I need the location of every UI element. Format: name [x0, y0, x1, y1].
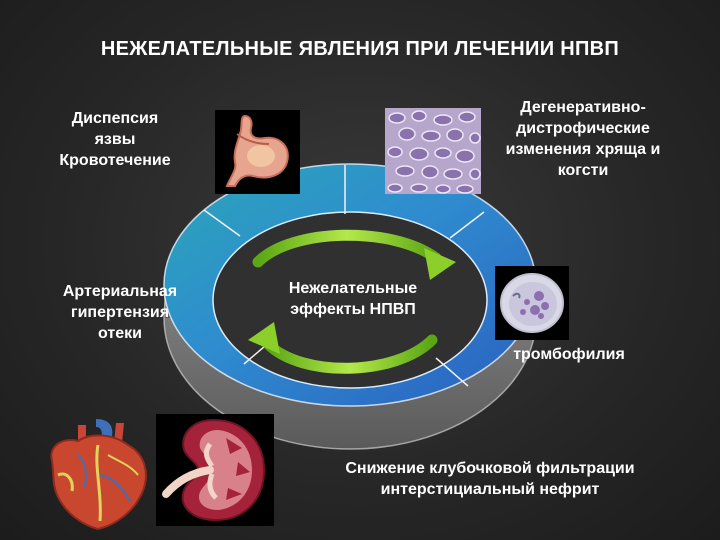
- effect-gi-label: Диспепсия язвы Кровотечение: [59, 110, 171, 169]
- cycle-arrow-bottom: [248, 322, 438, 374]
- effect-cartilage-label: Дегенеративно- дистрофические изменения …: [505, 99, 661, 179]
- effect-hypertension-label: Артериальная гипертензия отеки: [62, 283, 178, 342]
- center-label: Нежелательные эффекты НПВП: [288, 280, 418, 318]
- slide-title: НЕЖЕЛАТЕЛЬНЫЕ ЯВЛЕНИЯ ПРИ ЛЕЧЕНИИ НПВП: [100, 38, 620, 60]
- kidney-icon: [156, 414, 274, 526]
- platelet-cell-icon: [495, 266, 569, 340]
- effect-renal-label: Снижение клубочковой фильтрации интерсти…: [345, 460, 635, 498]
- cycle-arrow-top: [252, 229, 456, 280]
- effect-thrombophilia-label: тромбофилия: [513, 346, 625, 363]
- heart-icon: [50, 419, 147, 531]
- stomach-icon: [215, 110, 300, 194]
- cartilage-cells-icon: [385, 108, 481, 194]
